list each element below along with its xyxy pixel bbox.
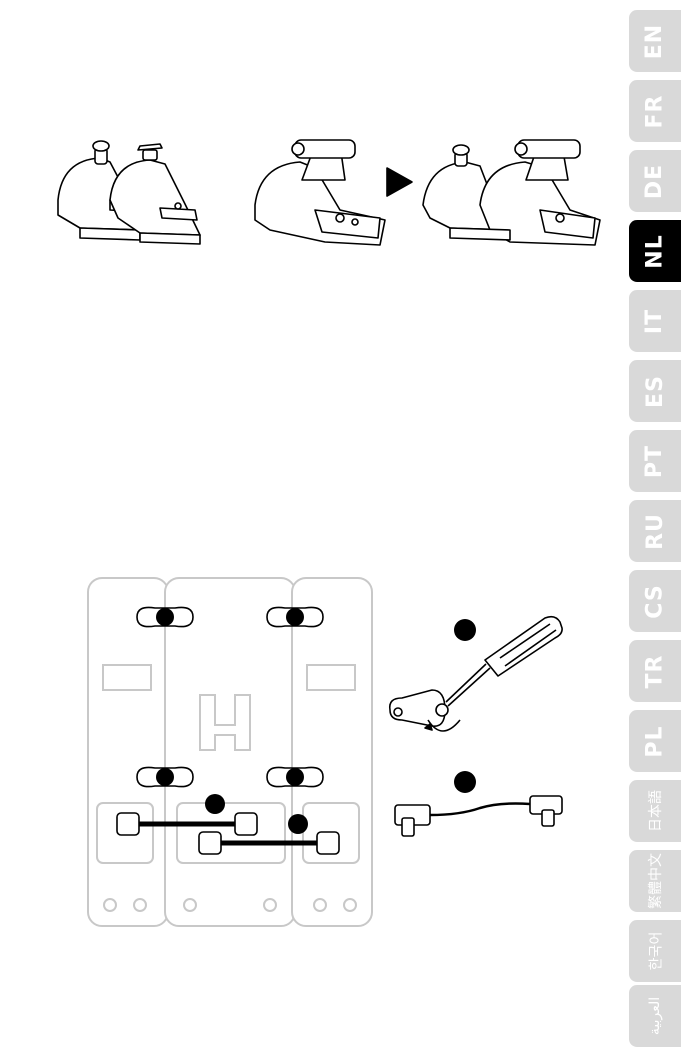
screw-marker <box>156 608 174 626</box>
cable-marker <box>205 794 225 814</box>
tab-pl[interactable]: PL <box>629 710 681 772</box>
screwdriver-icon <box>380 610 580 750</box>
tab-ko-label: 한국어 <box>645 932 665 971</box>
tab-zh-label: 繁體中文 <box>645 853 665 909</box>
tab-ru-label: RU <box>643 513 668 550</box>
cable-icon <box>390 770 570 845</box>
tab-it[interactable]: IT <box>629 290 681 352</box>
tab-tr[interactable]: TR <box>629 640 681 702</box>
screw-marker <box>286 608 304 626</box>
tab-cs[interactable]: CS <box>629 570 681 632</box>
throttle-quadrant <box>255 140 385 245</box>
tab-de[interactable]: DE <box>629 150 681 212</box>
tab-pt-label: PT <box>642 444 667 477</box>
tab-en[interactable]: EN <box>629 10 681 72</box>
tab-pl-label: PL <box>643 725 668 757</box>
underside-diagram <box>85 575 385 930</box>
step-marker <box>454 771 476 793</box>
tab-nl[interactable]: NL <box>629 220 681 282</box>
tab-ko[interactable]: 한국어 <box>629 920 681 982</box>
tab-ru[interactable]: RU <box>629 500 681 562</box>
tab-cs-label: CS <box>643 584 668 618</box>
tab-es[interactable]: ES <box>629 360 681 422</box>
tab-nl-label: NL <box>643 234 668 268</box>
tab-ja[interactable]: 日本語 <box>629 780 681 842</box>
product-assembly-illustration <box>40 120 620 260</box>
tab-zh[interactable]: 繁體中文 <box>629 850 681 912</box>
tab-it-label: IT <box>642 308 667 333</box>
tab-pt[interactable]: PT <box>629 430 681 492</box>
tab-ar-label: العربية <box>647 997 663 1035</box>
tab-ja-label: 日本語 <box>645 790 665 832</box>
right-arrow-icon <box>387 168 412 196</box>
tab-de-label: DE <box>642 163 667 198</box>
tab-ar[interactable]: العربية <box>629 985 681 1047</box>
screw-marker <box>156 768 174 786</box>
step-marker <box>454 619 476 641</box>
tab-fr-label: FR <box>643 94 668 128</box>
tab-tr-label: TR <box>642 654 667 688</box>
cable-marker <box>288 814 308 834</box>
screw-marker <box>286 768 304 786</box>
tab-es-label: ES <box>643 375 668 408</box>
combined-assembly <box>423 140 600 245</box>
tab-en-label: EN <box>642 23 667 58</box>
tab-fr[interactable]: FR <box>629 80 681 142</box>
